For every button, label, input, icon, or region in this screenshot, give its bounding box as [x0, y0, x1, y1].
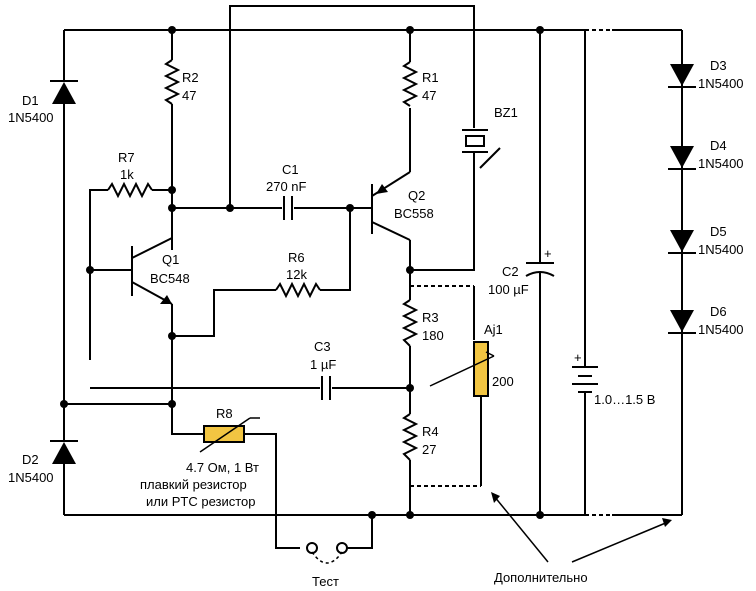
q1-value: BC548	[150, 271, 190, 286]
q2-name: Q2	[408, 188, 425, 203]
resistor-r4	[401, 413, 419, 461]
r4-value: 27	[422, 442, 436, 457]
r3-value: 180	[422, 328, 444, 343]
q2-value: BC558	[394, 206, 434, 221]
r8-name: R8	[216, 406, 233, 421]
ptc-r8	[203, 425, 245, 443]
d6-name: D6	[710, 304, 727, 319]
c3-value: 1 µF	[310, 357, 336, 372]
d6-value: 1N5400	[698, 322, 744, 337]
d4-value: 1N5400	[698, 156, 744, 171]
battery-polarity: +	[574, 350, 582, 365]
transistor-q2	[371, 108, 411, 300]
r1-value: 47	[422, 88, 436, 103]
transistor-q1	[90, 208, 173, 400]
trimmer-aj1	[473, 341, 489, 397]
c1-value: 270 nF	[266, 179, 307, 194]
aj1-name: Aj1	[484, 322, 503, 337]
diode-d4	[668, 146, 696, 170]
c2-name: C2	[502, 264, 519, 279]
d5-name: D5	[710, 224, 727, 239]
r2-name: R2	[182, 70, 199, 85]
d1-value: 1N5400	[8, 110, 54, 125]
diode-d1	[50, 80, 78, 104]
d2-name: D2	[22, 452, 39, 467]
r3-name: R3	[422, 310, 439, 325]
r6-value: 12k	[286, 267, 307, 282]
r6-name: R6	[288, 250, 305, 265]
r4-name: R4	[422, 424, 439, 439]
r8-line3: или PTC резистор	[146, 494, 256, 509]
aj1-value: 200	[492, 374, 514, 389]
c2-polarity: +	[544, 246, 552, 261]
d4-name: D4	[710, 138, 727, 153]
d5-value: 1N5400	[698, 242, 744, 257]
junction-nodes	[60, 26, 544, 519]
bz1-name: BZ1	[494, 105, 518, 120]
battery-value: 1.0…1.5 В	[594, 392, 655, 407]
r8-line2: плавкий резистор	[140, 477, 247, 492]
test-contacts	[306, 515, 373, 564]
q1-name: Q1	[162, 252, 179, 267]
buzzer-bz1	[410, 129, 501, 271]
d3-value: 1N5400	[698, 76, 744, 91]
diode-d5	[668, 230, 696, 254]
optional-arrows	[491, 492, 672, 563]
resistor-r3	[401, 299, 419, 347]
resistor-r2	[163, 59, 181, 105]
r1-name: R1	[422, 70, 439, 85]
r7-value: 1k	[120, 167, 134, 182]
diode-d3	[668, 64, 696, 88]
c3-name: C3	[314, 339, 331, 354]
resistor-r6	[275, 281, 321, 299]
diode-d6	[668, 310, 696, 334]
d3-name: D3	[710, 58, 727, 73]
r7-name: R7	[118, 150, 135, 165]
resistor-r7	[107, 181, 153, 199]
d2-value: 1N5400	[8, 470, 54, 485]
test-label: Тест	[312, 574, 339, 589]
c1-name: C1	[282, 162, 299, 177]
r2-value: 47	[182, 88, 196, 103]
c2-value: 100 µF	[488, 282, 529, 297]
diode-d2	[50, 440, 78, 464]
r8-line1: 4.7 Ом, 1 Вт	[186, 460, 259, 475]
d1-name: D1	[22, 93, 39, 108]
optional-label: Дополнительно	[494, 570, 588, 585]
resistor-r1	[401, 61, 419, 107]
